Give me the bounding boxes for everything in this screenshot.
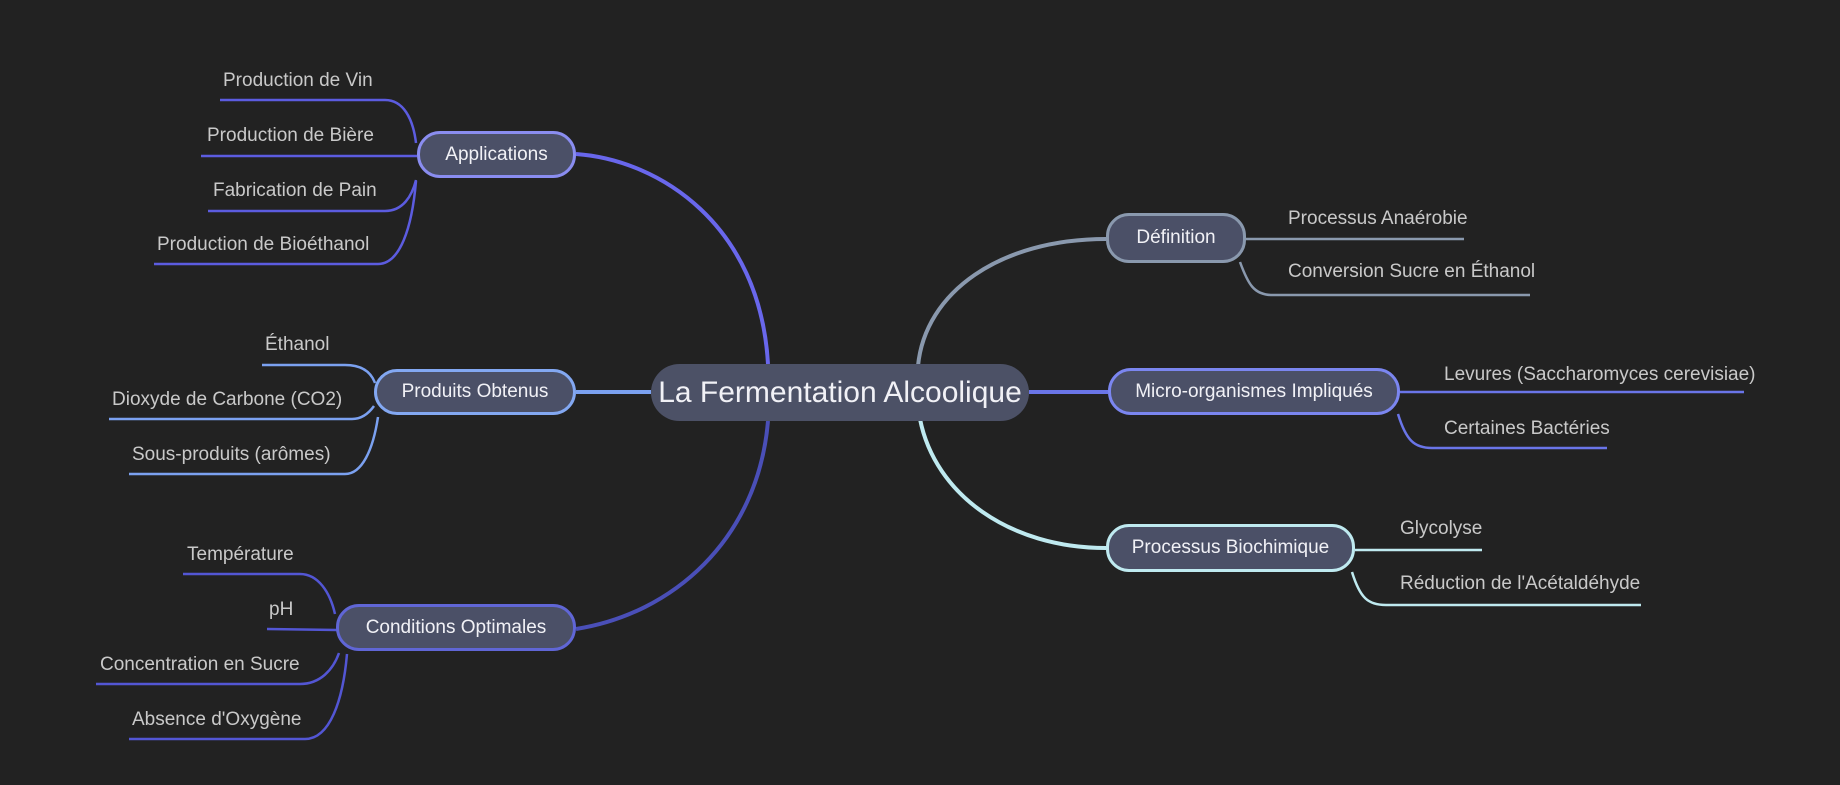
leaf-line-sous-produits (129, 416, 380, 476)
leaf-line-dioxyde-de-carbone (109, 405, 376, 421)
leaf-line-ethanol (262, 363, 377, 384)
leaf-line-certaines-bacteries (1396, 413, 1607, 450)
central-node-fermentation: La Fermentation Alcoolique (651, 364, 1029, 421)
leaf-label-ethanol: Éthanol (265, 334, 330, 355)
connector-definition-center (916, 237, 1107, 367)
leaf-line-conversion-sucre (1238, 261, 1530, 297)
leaf-label-production-de-biere: Production de Bière (207, 125, 374, 146)
branch-node-conditions-optimales: Conditions Optimales (336, 604, 576, 651)
leaf-line-concentration-en-sucre (96, 652, 341, 686)
leaf-label-absence-d-oxygene: Absence d'Oxygène (132, 709, 302, 730)
branch-node-processus-biochimique: Processus Biochimique (1106, 524, 1355, 572)
leaf-label-dioxyde-de-carbone: Dioxyde de Carbone (CO2) (112, 389, 343, 410)
connector-conditions-center (575, 420, 770, 631)
leaf-line-ph (266, 627, 338, 632)
leaf-label-production-de-bioethanol: Production de Bioéthanol (157, 234, 370, 255)
leaf-label-temperature: Température (187, 544, 294, 565)
connector-processus-center (918, 418, 1107, 550)
leaf-label-concentration-en-sucre: Concentration en Sucre (100, 654, 300, 675)
branch-node-applications: Applications (417, 131, 576, 178)
connector-applications-center (575, 152, 770, 365)
leaf-label-fabrication-de-pain: Fabrication de Pain (213, 180, 377, 201)
leaf-label-sous-produits: Sous-produits (arômes) (132, 444, 331, 465)
leaf-line-production-de-bioethanol (154, 180, 418, 266)
leaf-line-reduction-acetaldehyde (1350, 571, 1641, 607)
leaf-label-conversion-sucre: Conversion Sucre en Éthanol (1288, 261, 1536, 282)
leaf-label-processus-anaerobie: Processus Anaérobie (1288, 208, 1468, 229)
leaf-line-temperature (183, 572, 337, 615)
leaf-line-absence-d-oxygene (129, 653, 349, 741)
branch-node-micro-organismes: Micro-organismes Impliqués (1108, 368, 1400, 415)
leaf-label-certaines-bacteries: Certaines Bactéries (1444, 418, 1610, 439)
branch-node-produits-obtenus: Produits Obtenus (374, 369, 576, 415)
leaf-label-production-de-vin: Production de Vin (223, 70, 373, 91)
leaf-label-glycolyse: Glycolyse (1400, 518, 1483, 539)
leaf-label-levures: Levures (Saccharomyces cerevisiae) (1444, 364, 1756, 385)
branch-node-definition: Définition (1106, 213, 1246, 263)
leaf-label-ph: pH (269, 599, 294, 620)
leaf-line-production-de-vin (220, 98, 418, 144)
leaf-label-reduction-acetaldehyde: Réduction de l'Acétaldéhyde (1400, 573, 1641, 594)
